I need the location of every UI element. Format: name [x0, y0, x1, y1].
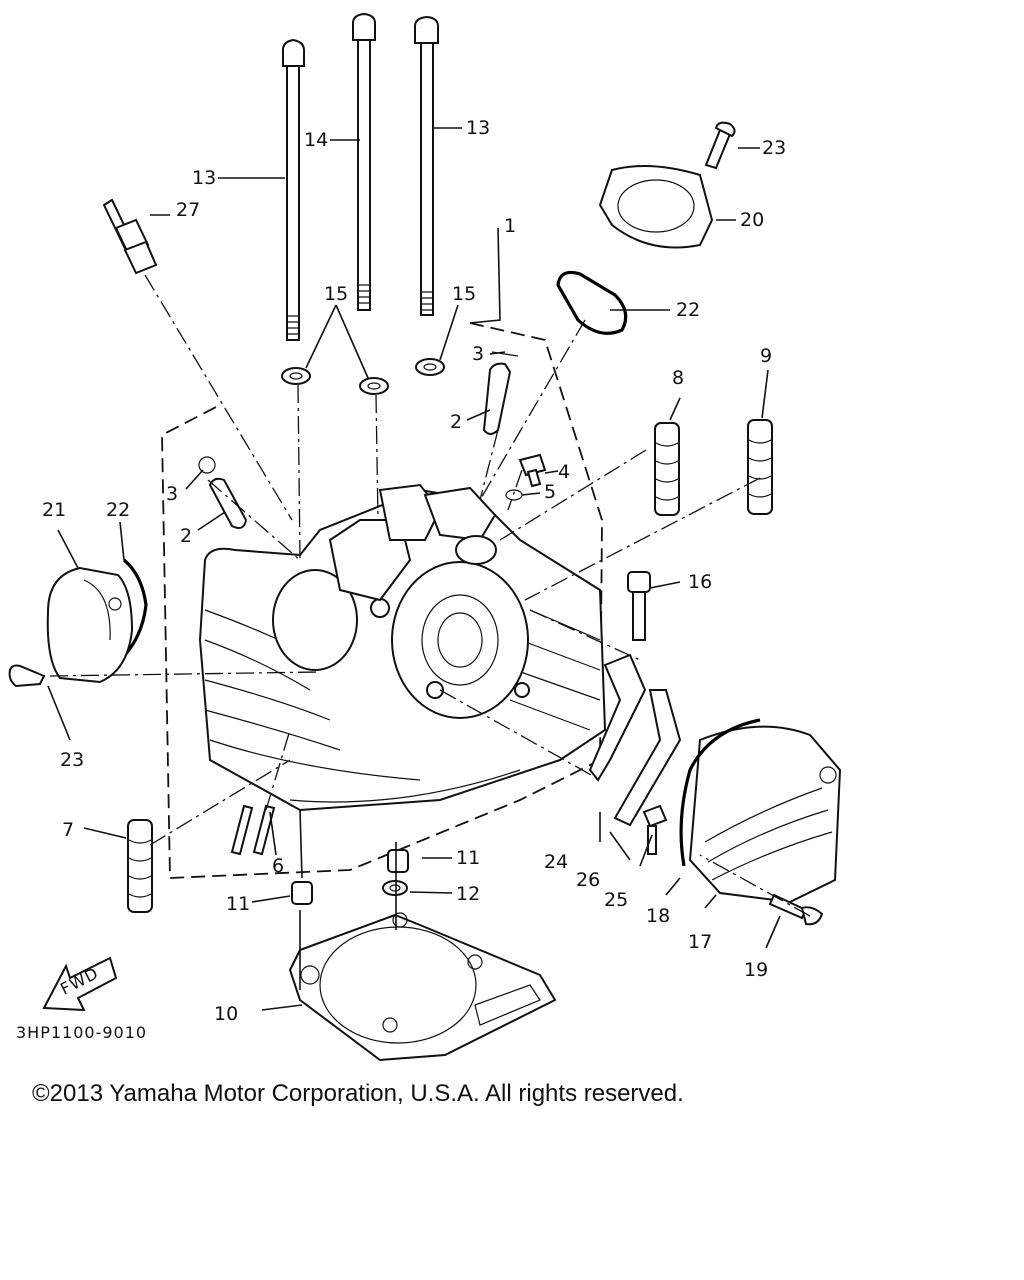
callout-5: 5 [544, 481, 556, 503]
callout-16: 16 [688, 571, 712, 593]
callout-8: 8 [672, 367, 684, 389]
callout-27: 27 [176, 199, 200, 221]
callout-23-upper: 23 [762, 137, 786, 159]
valve-guides [198, 351, 519, 529]
callout-1: 1 [504, 215, 516, 237]
callout-17: 17 [688, 931, 712, 953]
cam-cap [8, 566, 134, 688]
intake-manifold [598, 121, 736, 249]
bolt-4-and-washer-5 [505, 453, 547, 501]
o-ring-side [116, 558, 148, 664]
head-gasket [288, 912, 557, 1062]
leader-lines [47, 127, 781, 1011]
studs [230, 804, 276, 856]
dowel-pins [127, 419, 773, 913]
callout-22-left: 22 [106, 499, 130, 521]
callout-19: 19 [744, 959, 768, 981]
cylinder-head [198, 483, 607, 812]
callout-9: 9 [760, 345, 772, 367]
callout-6: 6 [272, 855, 284, 877]
spark-plug [102, 198, 158, 275]
callout-26: 26 [576, 869, 600, 891]
callout-3-lower: 3 [166, 483, 178, 505]
alignment-lines [49, 274, 811, 917]
assembly-boundary [161, 322, 603, 879]
callout-labels: 1 2 2 3 3 4 5 6 7 8 9 10 11 11 12 13 13 … [16, 117, 786, 1042]
callout-11-right: 11 [456, 847, 480, 869]
callout-20: 20 [740, 209, 764, 231]
callout-11-left: 11 [226, 893, 250, 915]
callout-21: 21 [42, 499, 66, 521]
callout-22-right: 22 [676, 299, 700, 321]
callout-14: 14 [304, 129, 328, 151]
side-cover [679, 718, 842, 926]
callout-24: 24 [544, 851, 568, 873]
callout-18: 18 [646, 905, 670, 927]
callout-13-left: 13 [192, 167, 216, 189]
fwd-arrow-icon: FWD [42, 956, 118, 1012]
copyright-notice: ©2013 Yamaha Motor Corporation, U.S.A. A… [32, 1080, 684, 1107]
callout-15-left: 15 [324, 283, 348, 305]
callout-3-upper: 3 [472, 343, 484, 365]
head-bolt-center [351, 12, 377, 311]
callout-4: 4 [558, 461, 570, 483]
callout-7: 7 [62, 819, 74, 841]
callout-23-lower: 23 [60, 749, 84, 771]
callout-15-right: 15 [452, 283, 476, 305]
locating-dowels [291, 849, 409, 905]
callout-13-right: 13 [466, 117, 490, 139]
callout-2-lower: 2 [180, 525, 192, 547]
head-bolt-left [281, 38, 306, 341]
breather-plates [588, 653, 682, 855]
callout-2-upper: 2 [450, 411, 462, 433]
o-ring-large [556, 270, 628, 335]
callout-12: 12 [456, 883, 480, 905]
callout-25: 25 [604, 889, 628, 911]
washers [281, 358, 445, 395]
callout-10: 10 [214, 1003, 238, 1025]
part-code: 3HP1100-9010 [16, 1023, 147, 1042]
bolt-16 [627, 571, 651, 641]
head-bolt-right [413, 15, 440, 316]
